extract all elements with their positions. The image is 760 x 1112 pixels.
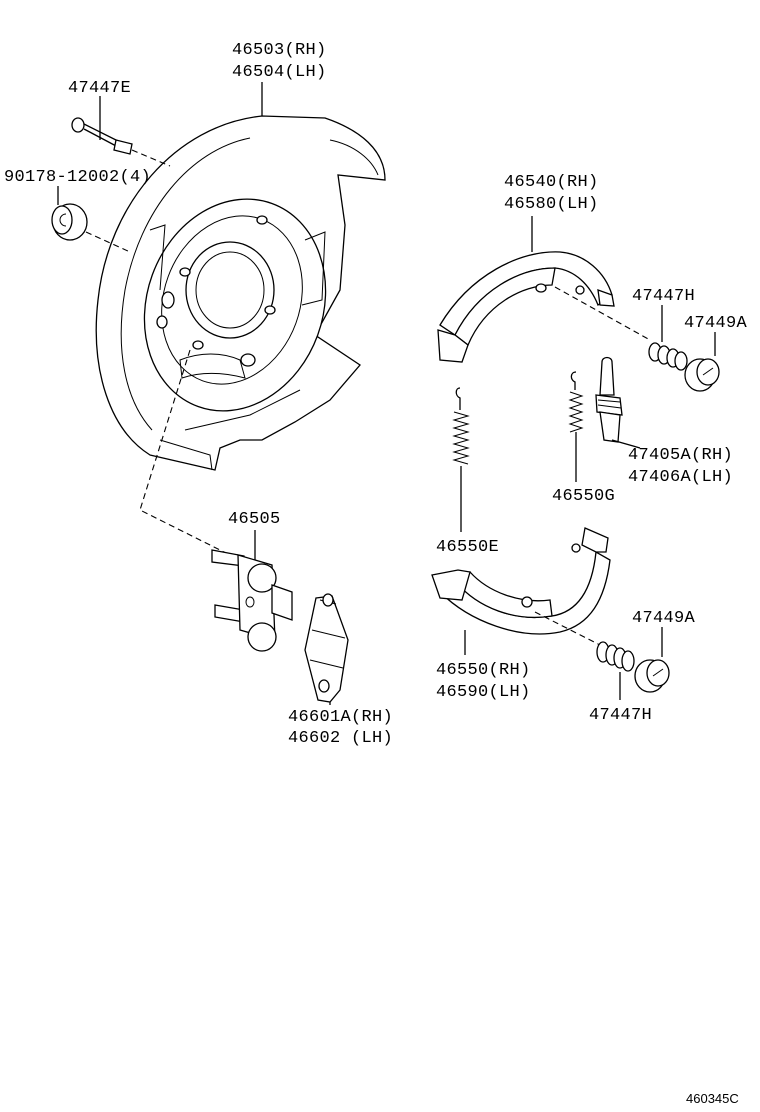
adjuster-47405a — [595, 356, 623, 443]
label-bolt-90178: 90178-12002(4) — [4, 168, 151, 187]
backing-plate — [95, 115, 386, 471]
label-cup-47449a-upper: 47449A — [684, 314, 748, 333]
bolt-90178 — [51, 203, 88, 241]
label-backing-plate-rh: 46503(RH) — [232, 41, 327, 60]
label-cup-47449a-lower: 47449A — [632, 609, 696, 628]
label-upper-shoe-lh: 46580(LH) — [504, 195, 599, 214]
spring-46550g — [568, 371, 584, 482]
anchor-46505 — [211, 530, 293, 652]
label-spring-47447h-upper: 47447H — [632, 287, 695, 306]
label-pin-47447e: 47447E — [68, 79, 131, 98]
upper-brake-shoe — [437, 251, 615, 363]
diagram-code: 460345C — [686, 1091, 739, 1106]
label-anchor-46505: 46505 — [228, 510, 281, 529]
label-spring-46550e: 46550E — [436, 538, 499, 557]
label-lower-shoe-rh: 46550(RH) — [436, 661, 531, 680]
lever-46601a — [304, 593, 349, 703]
label-lever-lh: 46602 (LH) — [288, 729, 393, 748]
label-lever-rh: 46601A(RH) — [288, 708, 393, 727]
spring-47447h-lower — [596, 641, 635, 672]
label-spring-47447h-lower: 47447H — [589, 706, 652, 725]
label-adjuster-rh: 47405A(RH) — [628, 446, 733, 465]
label-adjuster-lh: 47406A(LH) — [628, 468, 733, 487]
label-spring-46550g: 46550G — [552, 487, 615, 506]
label-lower-shoe-lh: 46590(LH) — [436, 683, 531, 702]
label-upper-shoe-rh: 46540(RH) — [504, 173, 599, 192]
label-backing-plate-lh: 46504(LH) — [232, 63, 327, 82]
cup-47449a-upper — [684, 358, 720, 392]
spring-47447h-upper — [648, 342, 688, 371]
cup-47449a-lower — [634, 659, 670, 693]
pin-47447e — [71, 117, 133, 155]
lower-brake-shoe — [431, 527, 611, 635]
spring-46550e — [452, 387, 470, 532]
